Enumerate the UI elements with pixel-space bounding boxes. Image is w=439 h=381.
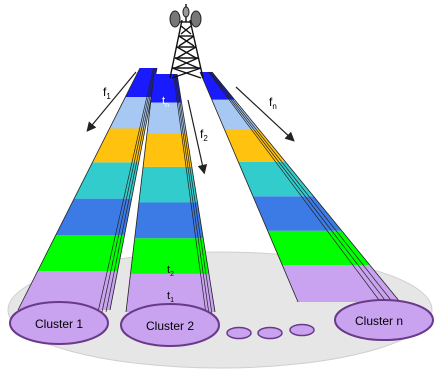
beam-n-band-6 <box>211 99 259 130</box>
cluster-1-ellipse <box>9 301 109 345</box>
label-tn: tn <box>162 95 169 109</box>
beam-n-stack-line-3 <box>208 71 383 305</box>
beam-n-band-2 <box>267 230 370 266</box>
beam-n-stack-line-1 <box>210 71 395 305</box>
beam-2-band-3 <box>134 202 204 239</box>
arrow-f2 <box>187 99 208 175</box>
beam-n-band-4 <box>238 161 314 197</box>
label-f1: f1 <box>103 85 111 101</box>
arrow-f1 <box>86 71 137 132</box>
beam-cluster-2 <box>125 73 216 315</box>
beam-2-band-4 <box>138 166 198 203</box>
beam-n-edge-right <box>211 71 401 303</box>
beam-1-edge-right <box>109 67 158 311</box>
cluster-n-label: Cluster n <box>355 314 403 328</box>
beam-1-stack-line-1 <box>105 67 157 313</box>
beam-2-band-1 <box>126 273 215 312</box>
beam-1-band-3 <box>55 198 132 235</box>
beam-1-band-2 <box>37 234 125 272</box>
cluster-2-label: Cluster 2 <box>146 319 194 333</box>
dish-antennas-icon <box>169 6 202 28</box>
label-f2: f2 <box>200 127 208 143</box>
beam-cluster-1 <box>17 67 158 313</box>
label-fn: fn <box>269 95 277 111</box>
beam-n-stack-line-2 <box>209 71 389 305</box>
beam-2-edge-right <box>176 73 216 313</box>
beam-1-band-6 <box>109 97 152 129</box>
beam-1-stack-line-2 <box>101 67 155 313</box>
ellipsis-oval-3 <box>289 323 315 337</box>
cluster-n-ellipse <box>334 299 434 341</box>
beam-2-band-6 <box>147 102 187 134</box>
beam-1-band-7 <box>125 68 157 98</box>
beam-2-stack-line-2 <box>174 73 210 315</box>
ellipsis-oval-1 <box>226 326 252 340</box>
beam-2-band-7 <box>150 74 182 103</box>
beam-2-band-2 <box>130 238 209 274</box>
beam-1-band-1 <box>18 271 118 310</box>
beam-n-band-3 <box>252 196 342 231</box>
beam-1-edge-left <box>17 67 141 311</box>
beam-n-band-5 <box>224 129 286 162</box>
beam-2-stack-line-1 <box>175 73 213 315</box>
beam-2-band-5 <box>143 133 192 167</box>
arrow-fn <box>235 86 295 142</box>
label-t2: t2 <box>167 264 174 278</box>
beam-cluster-n <box>199 71 410 310</box>
antenna-tower-icon <box>169 4 204 79</box>
beam-2-stack-line-3 <box>173 73 207 315</box>
beam-2-edge-left <box>125 73 155 313</box>
beam-1-band-4 <box>74 162 139 199</box>
ellipsis-oval-2 <box>257 326 283 340</box>
cluster-1-label: Cluster 1 <box>35 317 83 331</box>
cluster-2-ellipse <box>120 303 220 347</box>
beam-1-stack-line-3 <box>97 67 154 313</box>
beam-n-edge-left <box>199 71 299 303</box>
label-t1: t1 <box>167 290 174 304</box>
